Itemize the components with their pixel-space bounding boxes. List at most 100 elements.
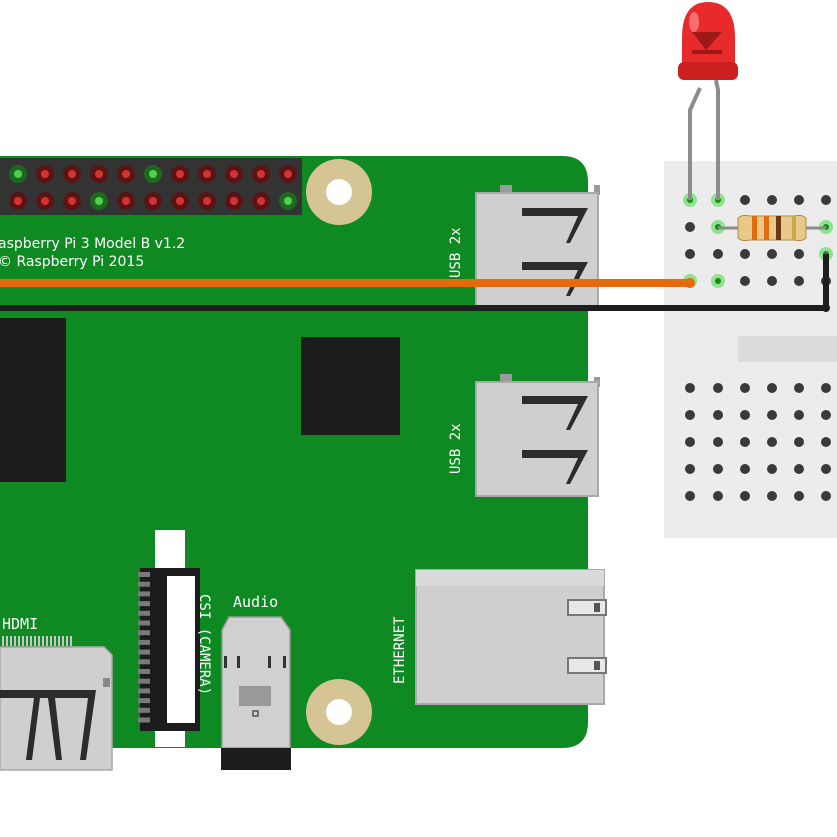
hdmi-ridge-tick	[38, 636, 40, 646]
csi-tooth	[138, 630, 150, 636]
breadboard-hole	[685, 410, 695, 420]
breadboard-hole	[685, 383, 695, 393]
audio-label: Audio	[233, 593, 278, 611]
csi-tooth	[138, 678, 150, 684]
hdmi-ridge-tick	[18, 636, 20, 646]
gpio-pin-center	[284, 170, 292, 178]
gpio-pin-center	[68, 197, 76, 205]
breadboard-hole	[794, 437, 804, 447]
breadboard-hole	[740, 464, 750, 474]
csi-label: CSI (CAMERA)	[196, 594, 212, 695]
gpio-pin-center	[41, 170, 49, 178]
hdmi-ridge-tick	[66, 636, 68, 646]
breadboard-hole	[740, 249, 750, 259]
breadboard-hole	[685, 437, 695, 447]
csi-tooth	[138, 591, 150, 597]
gpio-pin-center	[95, 170, 103, 178]
hdmi-ridge-tick	[22, 636, 24, 646]
breadboard-hole	[685, 491, 695, 501]
hdmi-ridge-tick	[46, 636, 48, 646]
breadboard-hole	[821, 410, 831, 420]
breadboard-hole	[767, 491, 777, 501]
gpio-pin-center	[14, 170, 22, 178]
breadboard-hole	[794, 464, 804, 474]
breadboard-hole	[713, 491, 723, 501]
hdmi-ridge-tick	[70, 636, 72, 646]
breadboard-hole	[767, 249, 777, 259]
hdmi-ridge-tick	[50, 636, 52, 646]
gpio-pin-center	[68, 170, 76, 178]
breadboard-hole	[794, 410, 804, 420]
csi-tooth	[138, 659, 150, 665]
breadboard-hole	[821, 491, 831, 501]
hdmi-ridge-tick	[14, 636, 16, 646]
mount-hole-top	[306, 159, 372, 225]
gpio-pin-center	[257, 197, 265, 205]
gpio-pin-center	[176, 170, 184, 178]
hdmi-ridge-tick	[6, 636, 8, 646]
hdmi-port	[0, 636, 113, 771]
gpio-pin-center	[149, 197, 157, 205]
black-wire-end	[822, 304, 830, 312]
gpio-pin-center	[257, 170, 265, 178]
breadboard-hole	[713, 383, 723, 393]
gpio-pin-center	[203, 197, 211, 205]
breadboard-hole	[713, 437, 723, 447]
gpio-header	[0, 158, 302, 215]
breadboard-hole	[767, 464, 777, 474]
breadboard-hole	[740, 383, 750, 393]
board-model-text: aspberry Pi 3 Model B v1.2	[0, 236, 185, 252]
hdmi-ridge-tick	[26, 636, 28, 646]
breadboard-hole	[794, 195, 804, 205]
breadboard-hole	[821, 464, 831, 474]
csi-tooth	[138, 688, 150, 694]
breadboard-hole	[794, 249, 804, 259]
gpio-pin-center	[176, 197, 184, 205]
csi-connector	[138, 530, 200, 747]
hdmi-ridge-tick	[58, 636, 60, 646]
breadboard-hole	[713, 249, 723, 259]
breadboard-hole	[685, 249, 695, 259]
ram-chip	[0, 318, 66, 482]
breadboard-hole	[821, 383, 831, 393]
usb-top-label: USB 2x	[448, 227, 464, 278]
ethernet-label: ETHERNET	[392, 616, 408, 684]
gpio-pin-center	[149, 170, 157, 178]
breadboard-hole	[685, 464, 695, 474]
csi-tooth	[138, 601, 150, 607]
hdmi-ridge-tick	[34, 636, 36, 646]
csi-tooth	[138, 649, 150, 655]
breadboard-hole	[767, 195, 777, 205]
mount-hole-bottom	[306, 679, 372, 745]
csi-tooth	[138, 620, 150, 626]
csi-tooth	[138, 610, 150, 616]
breadboard-hole	[740, 437, 750, 447]
gpio-pin-center	[14, 197, 22, 205]
gpio-pin-center	[122, 197, 130, 205]
breadboard-hole	[794, 491, 804, 501]
breadboard-hole	[794, 383, 804, 393]
breadboard-hole	[713, 464, 723, 474]
gpio-pin-center	[95, 197, 103, 205]
resistor-icon	[718, 214, 826, 242]
gpio-pin-center	[230, 170, 238, 178]
breadboard-hole	[740, 491, 750, 501]
hdmi-ridge-tick	[62, 636, 64, 646]
hdmi-ridge-tick	[42, 636, 44, 646]
gpio-pin-center	[203, 170, 211, 178]
led-legs	[688, 79, 720, 200]
csi-tooth	[138, 698, 150, 704]
hdmi-ridge-tick	[2, 636, 4, 646]
csi-tooth	[138, 669, 150, 674]
hdmi-ridge-tick	[30, 636, 32, 646]
csi-tooth	[138, 572, 150, 577]
csi-tooth	[138, 639, 150, 645]
usb-port-top	[475, 185, 600, 311]
hdmi-label: HDMI	[2, 615, 38, 633]
breadboard-hole	[767, 437, 777, 447]
ethernet-port	[415, 569, 607, 705]
usb-port-bottom	[475, 374, 600, 497]
gpio-pin-center	[41, 197, 49, 205]
breadboard-hole	[713, 410, 723, 420]
